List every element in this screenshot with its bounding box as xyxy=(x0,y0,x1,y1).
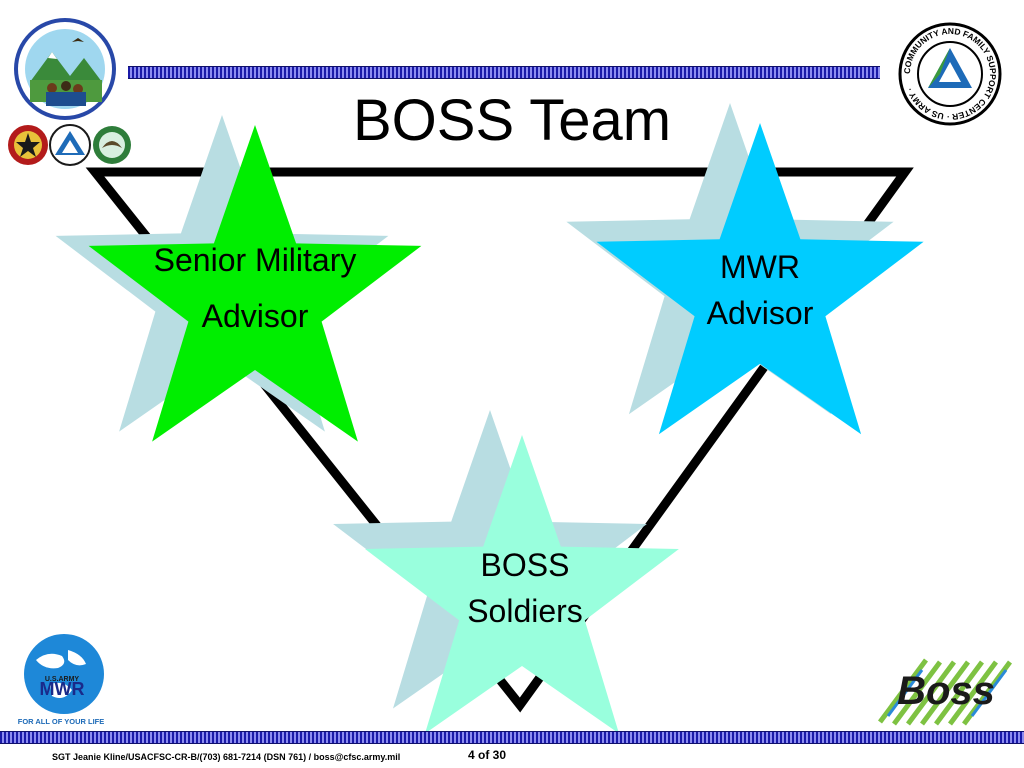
boss-label-line2: Soldiers xyxy=(467,593,583,629)
slide-title: BOSS Team xyxy=(352,88,672,153)
boss-label-line1: BOSS xyxy=(480,547,570,583)
senior-label-line2: Advisor xyxy=(201,298,309,334)
mwr-label-line1: MWR xyxy=(720,249,800,285)
boss-logo-text: Boss xyxy=(897,669,995,713)
boss-logo-icon: Boss xyxy=(877,658,1012,726)
senior-label-line1: Senior Military xyxy=(153,242,357,278)
senior-star xyxy=(88,125,422,442)
mwr-star-label: MWR Advisor xyxy=(660,244,860,336)
boss-star-label: BOSS Soldiers xyxy=(425,542,625,634)
team-triangle xyxy=(85,167,914,713)
header-bar xyxy=(128,66,880,79)
cfsc-logo-icon: COMMUNITY AND FAMILY SUPPORT CENTER · US… xyxy=(898,22,1002,126)
mwr-logo-text: MWR xyxy=(40,679,85,699)
footer-contact: SGT Jeanie Kline/USACFSC-CR-B/(703) 681-… xyxy=(52,752,401,762)
mwr-logo-icon: U.S.ARMY MWR FOR ALL OF YOUR LIFE xyxy=(18,634,105,726)
mwr-label-line2: Advisor xyxy=(706,295,814,331)
page-number: 4 of 30 xyxy=(468,748,507,762)
insignia-row-icon xyxy=(8,124,131,166)
mwr-ring-text: FOR ALL OF YOUR LIFE xyxy=(18,717,105,726)
installation-seal-icon xyxy=(14,18,116,120)
mwr-logo-small-text: U.S.ARMY xyxy=(45,676,80,683)
footer-bar xyxy=(0,731,1024,744)
boss-star xyxy=(365,435,679,734)
mwr-star xyxy=(596,123,924,435)
senior-star-label: Senior Military Advisor xyxy=(110,236,400,340)
